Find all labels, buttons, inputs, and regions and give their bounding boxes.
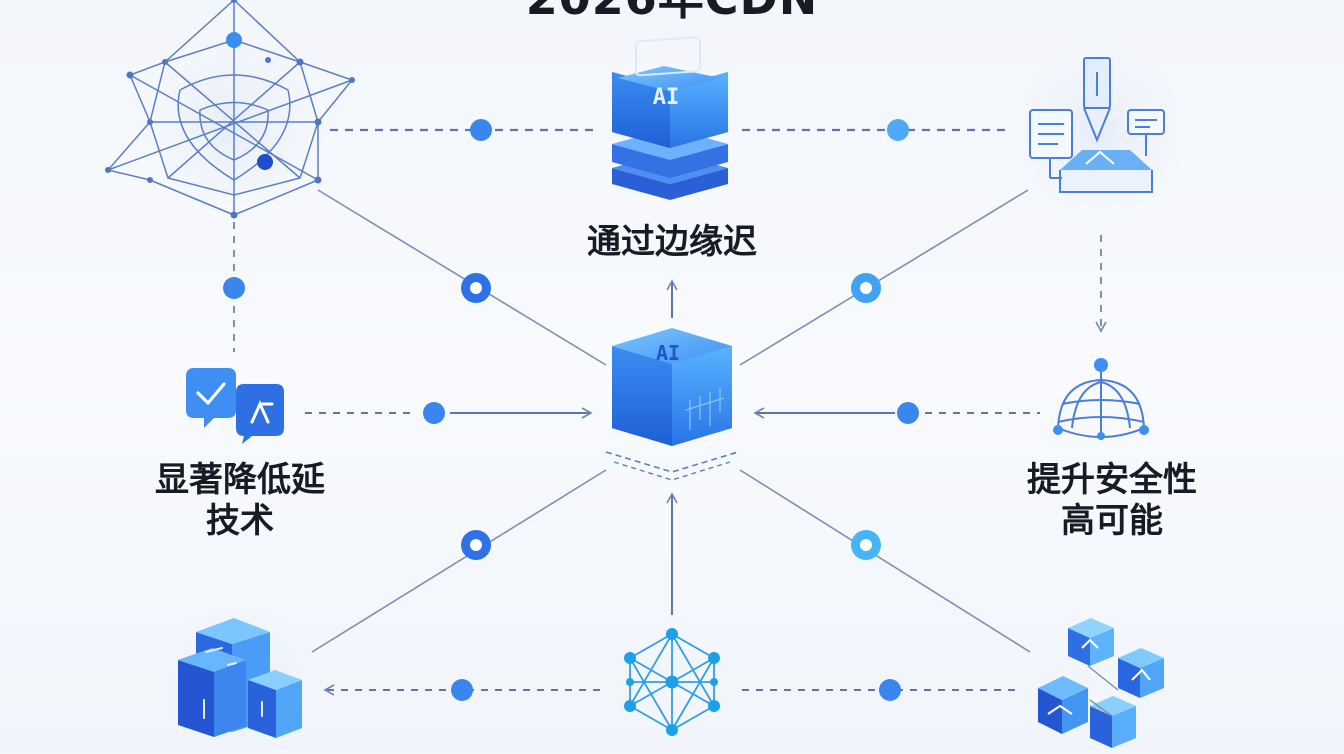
connector-node xyxy=(887,119,909,141)
network-star-icon xyxy=(105,0,355,219)
connector-node xyxy=(423,402,445,424)
document-flow-icon xyxy=(1008,43,1192,227)
label-left-line-1: 显著降低延 xyxy=(155,460,325,500)
connector-ring-node xyxy=(461,530,491,560)
connector-node xyxy=(879,679,901,701)
connector-node xyxy=(470,119,492,141)
connector-node xyxy=(451,679,473,701)
label-right-line-1: 提升安全性 xyxy=(1027,460,1197,500)
cube-cluster-icon xyxy=(1038,618,1164,748)
connectors xyxy=(223,119,1107,701)
connector-diagonal-top-left xyxy=(317,189,607,366)
label-right-line-2: 高可能 xyxy=(1061,501,1163,542)
ai-hub-icon xyxy=(605,328,739,481)
connector-ring-node xyxy=(461,273,491,303)
connector-diagonal-bottom-right xyxy=(739,469,1031,653)
label-left: 显著降低延 技术 xyxy=(100,460,380,543)
server-blocks-icon xyxy=(160,602,316,754)
chat-check-icon xyxy=(186,368,284,444)
ai-stack-badge: AI xyxy=(653,85,680,110)
connector-node xyxy=(223,277,245,299)
label-center-top: 通过边缘迟 xyxy=(587,222,757,262)
mesh-network-icon xyxy=(624,628,720,736)
connector-ring-node xyxy=(851,530,881,560)
ai-stack-icon xyxy=(612,36,728,200)
label-left-line-2: 技术 xyxy=(206,501,274,542)
label-right: 提升安全性 高可能 xyxy=(972,460,1252,543)
connector-diagonal-top-right xyxy=(739,189,1029,366)
connector-diagonal-bottom-left xyxy=(311,469,607,653)
page-title: 2026年CDN xyxy=(430,0,914,26)
ai-hub-badge: AI xyxy=(656,341,680,365)
connector-node xyxy=(897,402,919,424)
connector-ring-node xyxy=(851,273,881,303)
globe-network-icon xyxy=(1053,358,1149,440)
